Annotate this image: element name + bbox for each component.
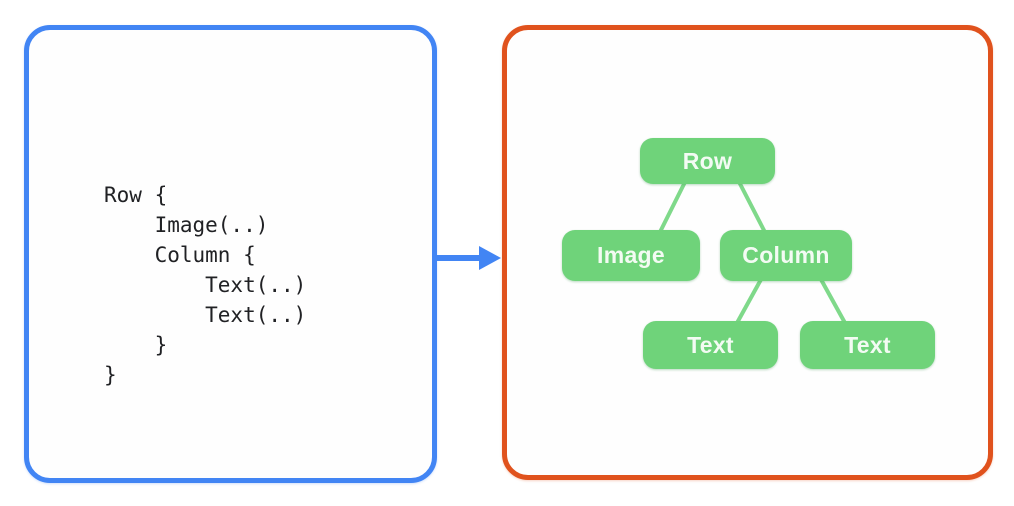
tree-panel: Row Image Column Text Text [502,25,993,480]
tree-node-image: Image [562,230,700,281]
code-line: Text(..) [104,273,307,297]
tree-node-column: Column [720,230,852,281]
code-line: Image(..) [104,213,269,237]
tree-node-text: Text [800,321,935,369]
code-block: Row { Image(..) Column { Text(..) Text(.… [104,180,306,390]
code-line: Row { [104,183,168,207]
tree-node-text: Text [643,321,778,369]
code-line: } [104,363,117,387]
code-line: } [104,333,168,357]
code-panel: Row { Image(..) Column { Text(..) Text(.… [24,25,437,483]
code-line: Column { [104,243,256,267]
code-line: Text(..) [104,303,307,327]
tree-node-row: Row [640,138,775,184]
arrow-right-icon [435,246,501,270]
